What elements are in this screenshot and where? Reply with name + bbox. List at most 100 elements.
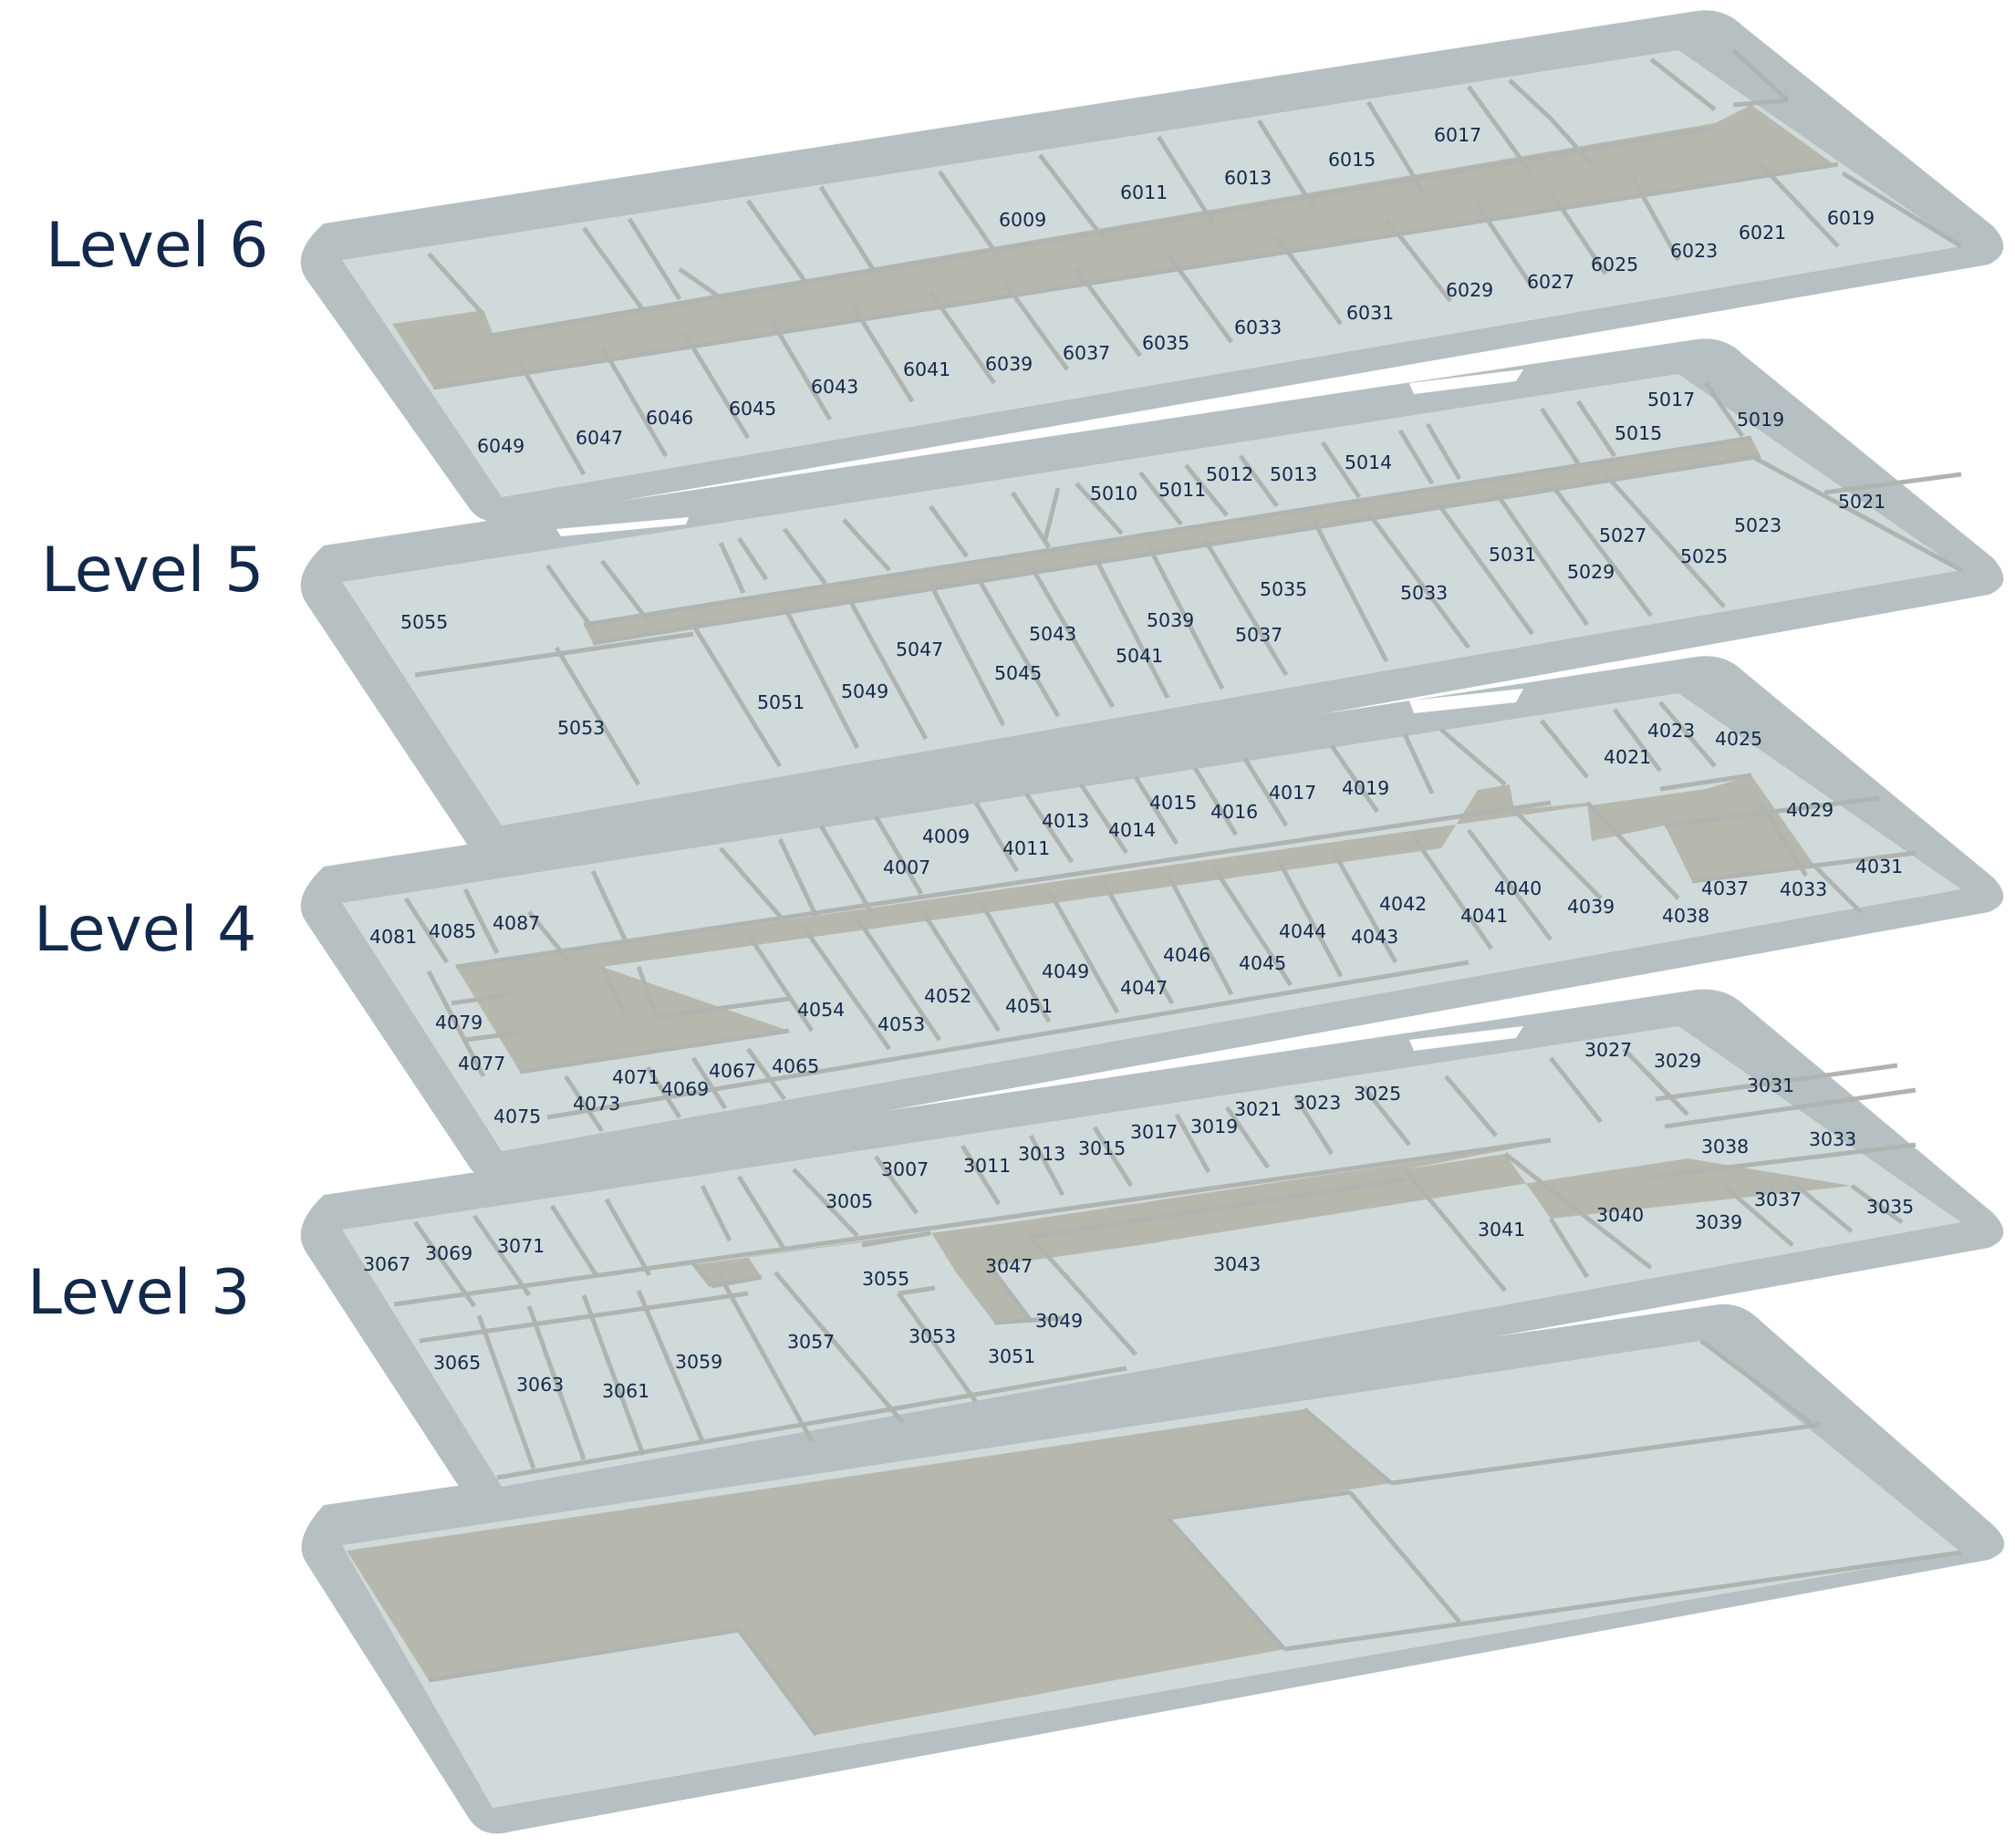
level-4-room-numbers: 4007 4009 4011 4013 4014 4015 4016 4017 … (369, 720, 1903, 1127)
room-number: 4046 (1163, 944, 1210, 966)
floor-level-3 (300, 989, 2004, 1517)
room-number: 6021 (1739, 222, 1786, 244)
room-number: 6031 (1346, 302, 1394, 324)
room-number: 6039 (985, 353, 1033, 375)
room-number: 5013 (1270, 463, 1317, 485)
room-number: 4043 (1351, 926, 1398, 948)
room-number: 6023 (1670, 240, 1718, 262)
room-number: 5019 (1737, 409, 1784, 431)
room-number: 6037 (1063, 342, 1110, 364)
room-number: 4031 (1855, 856, 1903, 877)
room-number: 4013 (1042, 810, 1089, 832)
room-number: 4051 (1005, 995, 1053, 1017)
room-number: 4071 (612, 1066, 660, 1088)
room-number: 3041 (1478, 1219, 1525, 1241)
room-number: 5010 (1090, 483, 1137, 504)
room-number: 6046 (646, 407, 693, 429)
room-number: 4087 (493, 912, 540, 934)
room-number: 3049 (1035, 1310, 1083, 1332)
room-number: 4041 (1460, 905, 1508, 927)
room-number: 6035 (1142, 332, 1189, 354)
room-number: 4079 (435, 1012, 483, 1033)
room-number: 6029 (1446, 279, 1493, 301)
level-6-label: Level 6 (46, 210, 268, 282)
room-number: 3021 (1234, 1098, 1282, 1120)
room-number: 3067 (363, 1253, 410, 1275)
room-number: 5051 (757, 691, 805, 713)
level-5-label: Level 5 (41, 535, 264, 607)
room-number: 3023 (1293, 1092, 1341, 1114)
level-5-void (556, 369, 1523, 536)
room-number: 3071 (497, 1235, 545, 1257)
room-number: 4049 (1042, 960, 1089, 982)
room-number: 6027 (1527, 271, 1574, 293)
room-number: 4039 (1567, 896, 1615, 918)
room-number: 5037 (1235, 624, 1283, 646)
room-number: 6033 (1234, 317, 1282, 338)
room-number: 5017 (1647, 389, 1695, 410)
room-number: 5031 (1489, 544, 1536, 566)
room-number: 5047 (896, 638, 943, 660)
room-number: 4019 (1342, 777, 1389, 799)
floor-level-4 (300, 656, 2004, 1181)
room-number: 3055 (862, 1268, 909, 1290)
level-4-walls (403, 701, 1916, 1133)
room-number: 4014 (1108, 819, 1156, 841)
room-number: 6015 (1328, 149, 1376, 171)
room-number: 4052 (924, 985, 971, 1007)
room-number: 6019 (1827, 207, 1875, 229)
room-number: 4007 (883, 857, 930, 878)
room-number: 5041 (1116, 645, 1163, 667)
room-number: 3039 (1695, 1211, 1742, 1233)
room-number: 4085 (429, 920, 476, 942)
room-number: 5021 (1838, 491, 1885, 513)
room-number: 3065 (433, 1352, 481, 1374)
room-number: 4073 (573, 1093, 620, 1115)
room-number: 3015 (1078, 1137, 1126, 1159)
room-number: 4054 (797, 999, 845, 1021)
room-number: 4023 (1647, 720, 1695, 742)
room-number: 3033 (1809, 1128, 1856, 1150)
room-number: 3063 (516, 1374, 564, 1396)
room-number: 4038 (1662, 905, 1709, 927)
room-number: 4045 (1239, 952, 1286, 974)
room-number: 4075 (493, 1106, 541, 1127)
room-number: 3057 (787, 1331, 835, 1353)
room-number: 4009 (922, 825, 970, 847)
room-number: 4021 (1604, 746, 1651, 768)
level-5-walls (414, 381, 1963, 786)
room-number: 4077 (458, 1053, 505, 1075)
level-3-label: Level 3 (27, 1257, 250, 1329)
room-number: 3069 (425, 1242, 473, 1264)
room-number: 5012 (1206, 463, 1253, 485)
room-number: 3051 (988, 1345, 1035, 1367)
room-number: 3035 (1866, 1196, 1914, 1218)
room-number: 6041 (903, 358, 950, 380)
room-number: 6025 (1591, 254, 1638, 275)
room-number: 6011 (1120, 182, 1168, 203)
level-6-room-numbers: 6009 6011 6013 6015 6017 6019 6021 6023 … (477, 124, 1875, 457)
room-number: 3013 (1018, 1143, 1065, 1165)
room-number: 3047 (985, 1255, 1033, 1277)
room-number: 5011 (1158, 479, 1206, 501)
room-number: 3061 (602, 1380, 649, 1402)
level-4-label: Level 4 (34, 894, 256, 966)
room-number: 3031 (1747, 1075, 1794, 1096)
room-number: 4067 (709, 1060, 756, 1082)
room-number: 5049 (841, 680, 888, 702)
room-number: 4033 (1780, 878, 1827, 900)
room-number: 5027 (1599, 524, 1646, 546)
floor-level-6 (300, 10, 2004, 523)
room-number: 3029 (1654, 1050, 1701, 1072)
room-number: 5029 (1567, 561, 1615, 583)
room-number: 5055 (400, 611, 448, 633)
room-number: 5053 (557, 717, 605, 739)
level-3-room-numbers: 3005 3007 3011 3013 3015 3017 3019 3021 … (363, 1039, 1914, 1402)
room-number: 6017 (1434, 124, 1481, 146)
room-number: 3037 (1754, 1189, 1802, 1210)
room-number: 4040 (1494, 877, 1542, 899)
room-number: 3005 (826, 1190, 873, 1212)
room-number: 5025 (1680, 545, 1728, 567)
room-number: 4044 (1279, 920, 1326, 942)
